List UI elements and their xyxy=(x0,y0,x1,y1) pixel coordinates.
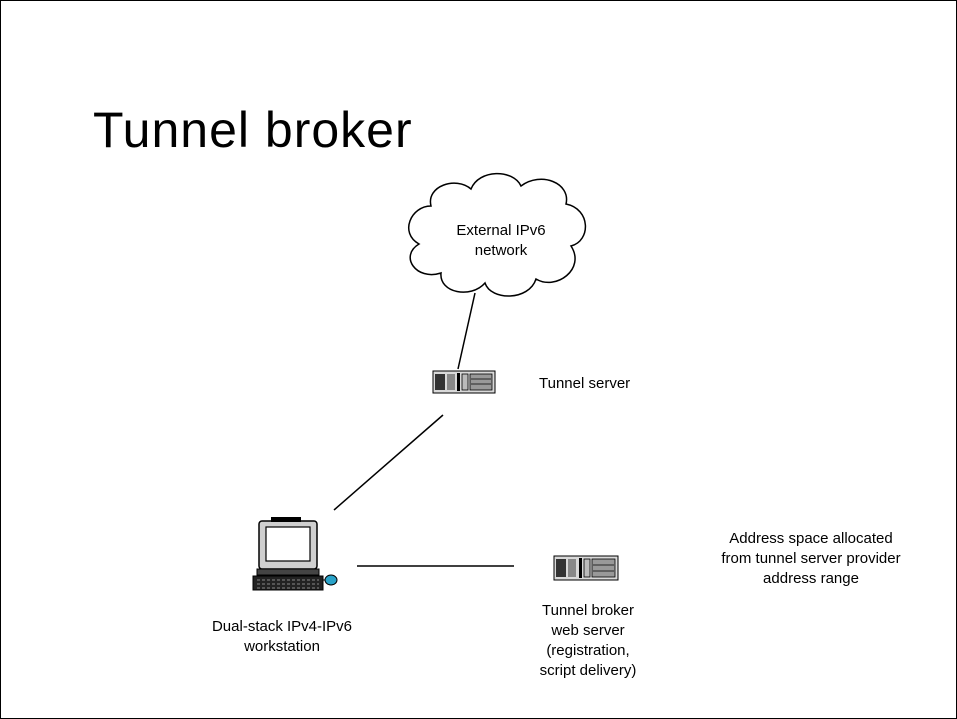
link-tunnel-server-to-workstation xyxy=(333,414,444,511)
web-server-icon xyxy=(553,555,619,581)
web-server-label-line2: web server xyxy=(551,622,625,639)
workstation-label: Dual-stack IPv4-IPv6 workstation xyxy=(196,617,368,657)
workstation-icon xyxy=(252,517,338,591)
slide-title: Tunnel broker xyxy=(93,102,413,158)
annotation-line3: address range xyxy=(763,570,859,587)
cloud-icon xyxy=(408,172,587,297)
cloud-label-line2: network xyxy=(474,242,528,259)
cloud-label-line1: External IPv6 xyxy=(456,222,546,239)
web-server-label-line1: Tunnel broker xyxy=(542,602,634,619)
workstation-label-line1: Dual-stack IPv4-IPv6 xyxy=(211,618,353,635)
cloud-label: External IPv6 network xyxy=(445,221,557,261)
web-server-label-line4: script delivery) xyxy=(539,662,637,679)
address-space-annotation: Address space allocated from tunnel serv… xyxy=(706,529,916,589)
link-cloud-to-tunnel-server xyxy=(457,292,476,370)
workstation-label-line2: workstation xyxy=(244,638,320,655)
tunnel-server-icon xyxy=(432,370,496,394)
annotation-line1: Address space allocated xyxy=(729,530,893,547)
web-server-label-line3: (registration, xyxy=(546,642,630,659)
web-server-label: Tunnel broker web server (registration, … xyxy=(526,601,650,681)
tunnel-server-label: Tunnel server xyxy=(539,375,631,392)
annotation-line2: from tunnel server provider xyxy=(721,550,901,567)
